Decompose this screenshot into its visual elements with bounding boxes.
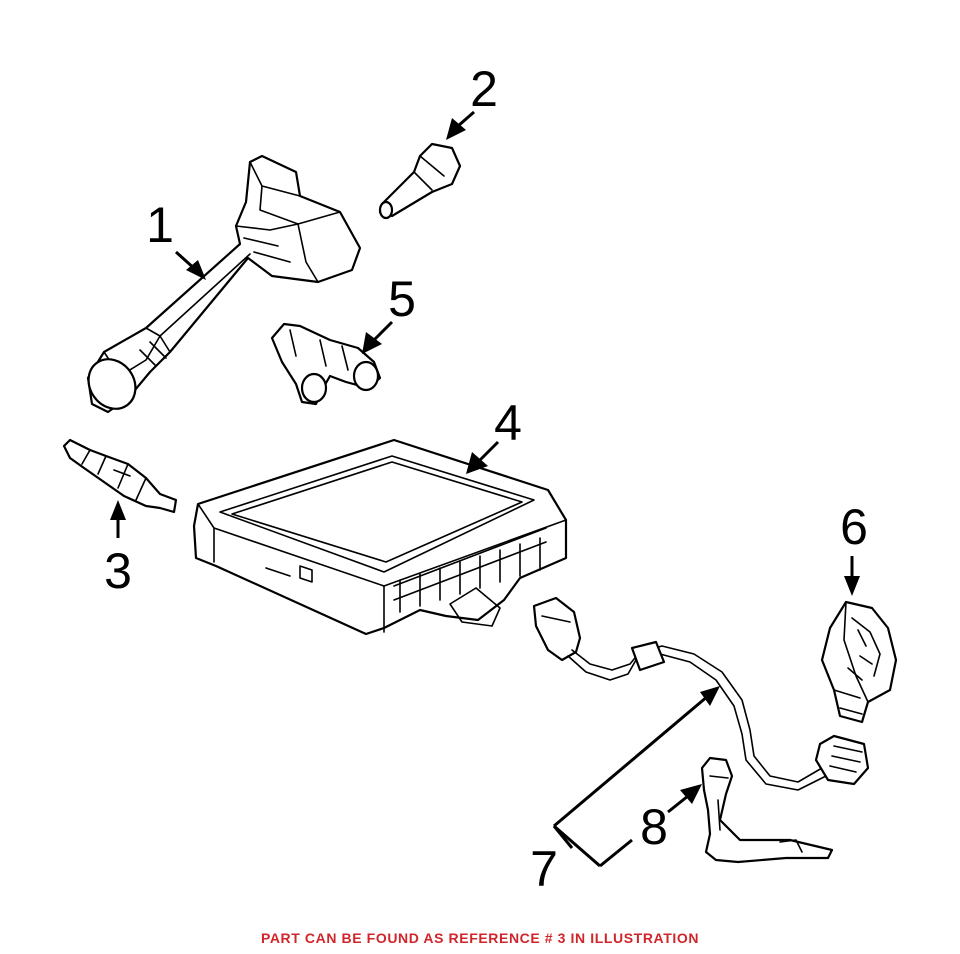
callout-4: 4: [494, 395, 522, 451]
part-1-ignition-coil: [86, 154, 362, 414]
part-3-spark-plug: [62, 438, 178, 514]
callout-leaders: [110, 110, 860, 868]
part-8-ground-strap: [700, 756, 834, 864]
callout-7: 7: [530, 841, 558, 897]
part-6-connector: [820, 600, 898, 724]
part-2-plug-boot: [378, 142, 462, 220]
reference-notice: PART CAN BE FOUND AS REFERENCE # 3 IN IL…: [260, 930, 700, 946]
callout-6: 6: [840, 499, 868, 555]
part-7-wiring-harness: [532, 596, 870, 791]
part-5-sensor: [270, 322, 382, 406]
callout-5: 5: [388, 271, 416, 327]
callout-3: 3: [104, 543, 132, 599]
part-4-ecu-module: [192, 438, 568, 636]
callout-2: 2: [470, 61, 498, 117]
callout-1: 1: [146, 197, 174, 253]
callout-8: 8: [640, 799, 668, 855]
